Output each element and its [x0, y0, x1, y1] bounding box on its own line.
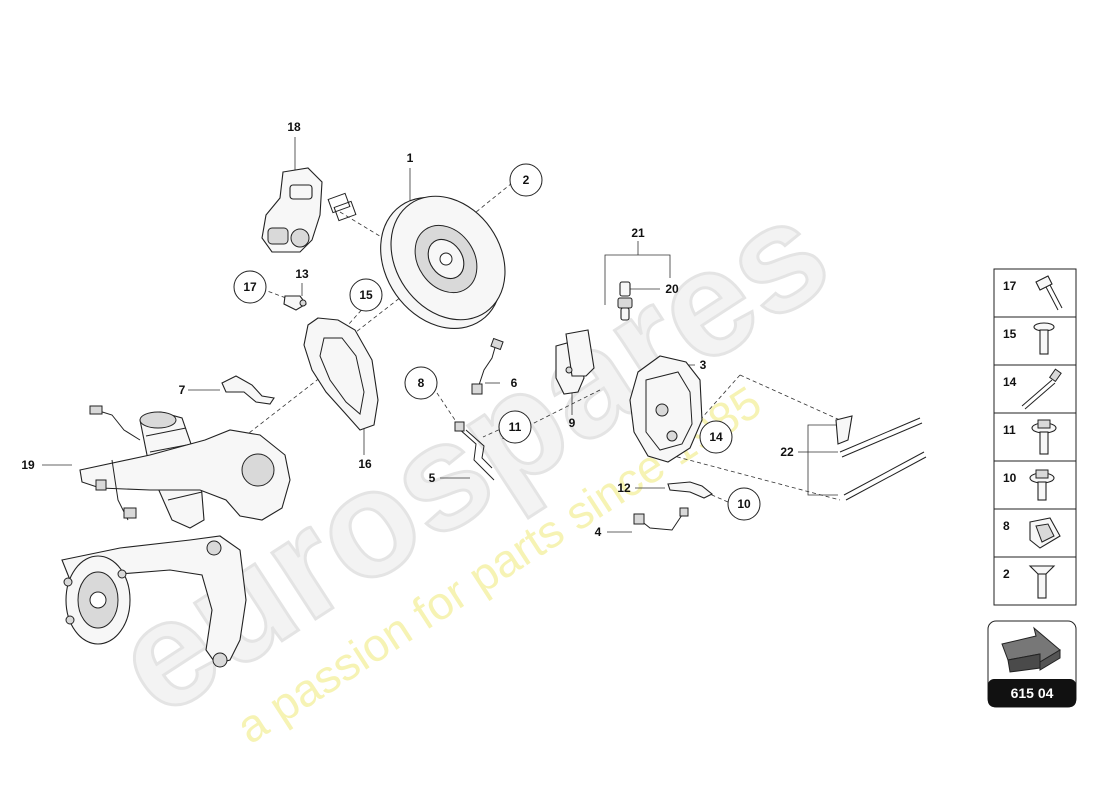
- callout-21[interactable]: 21: [631, 226, 645, 240]
- fastener-row[interactable]: 14: [1003, 368, 1062, 410]
- fastener-label: 17: [1003, 279, 1017, 293]
- torx-bolt-icon: [1035, 275, 1063, 311]
- svg-text:8: 8: [418, 376, 425, 390]
- fastener-row[interactable]: 11: [1003, 419, 1057, 455]
- fastener-label: 8: [1003, 519, 1010, 533]
- part-3-brake-caliper: [629, 355, 703, 463]
- callout-19[interactable]: 19: [21, 458, 35, 472]
- part-18-brake-actuator: [261, 167, 357, 253]
- callout-18[interactable]: 18: [287, 120, 301, 134]
- svg-text:10: 10: [737, 497, 751, 511]
- callout-4[interactable]: 4: [595, 525, 602, 539]
- callout-20[interactable]: 20: [665, 282, 679, 296]
- hex-flange-bolt-icon: [1029, 469, 1055, 501]
- fastener-label: 11: [1003, 423, 1016, 437]
- part-5-brake-line: [454, 421, 495, 481]
- callout-15[interactable]: 15: [349, 278, 383, 312]
- callout-22[interactable]: 22: [780, 445, 794, 459]
- countersunk-screw-icon: [1028, 565, 1056, 599]
- fastener-row[interactable]: 17: [1003, 275, 1063, 311]
- callout-2[interactable]: 2: [509, 163, 543, 197]
- part-13-sensor: [283, 295, 307, 311]
- part-19-rear-suspension: [61, 405, 291, 668]
- part-1-brake-disc: [380, 195, 506, 329]
- torx-screw-icon: [1033, 322, 1055, 355]
- long-bolt-icon: [1021, 368, 1062, 410]
- fastener-panel: 17 15 14 11: [993, 268, 1077, 606]
- part-6-brake-hose: [471, 337, 504, 395]
- page-code: 615 04: [1011, 685, 1054, 701]
- fastener-row[interactable]: 2: [1003, 565, 1056, 599]
- svg-text:17: 17: [243, 280, 257, 294]
- clip-nut-icon: [1029, 517, 1061, 549]
- callout-5[interactable]: 5: [429, 471, 436, 485]
- callout-3[interactable]: 3: [700, 358, 707, 372]
- callout-9[interactable]: 9: [569, 416, 576, 430]
- callout-12[interactable]: 12: [617, 481, 631, 495]
- fastener-row[interactable]: 8: [1003, 517, 1061, 549]
- arrow-right-icon: [1001, 626, 1061, 673]
- part-22-pins: [835, 415, 927, 501]
- svg-text:2: 2: [523, 173, 530, 187]
- hex-flange-bolt-icon: [1031, 419, 1057, 455]
- callout-16[interactable]: 16: [358, 457, 372, 471]
- svg-text:15: 15: [359, 288, 373, 302]
- callout-1[interactable]: 1: [407, 151, 414, 165]
- part-7-bracket: [221, 375, 275, 405]
- callout-8[interactable]: 8: [404, 366, 438, 400]
- fastener-label: 14: [1003, 375, 1017, 389]
- part-9-brake-pads: [555, 329, 595, 395]
- svg-text:11: 11: [509, 420, 522, 434]
- callout-11[interactable]: 11: [498, 410, 532, 444]
- fastener-label: 10: [1003, 471, 1017, 485]
- part-12-bracket: [667, 481, 714, 499]
- plain-callouts: 18 1 13 21 20 7 6 3 9 16 19 5 22 12 4: [21, 120, 794, 539]
- fastener-row[interactable]: 10: [1003, 469, 1055, 501]
- callout-17[interactable]: 17: [233, 270, 267, 304]
- circled-callouts: 2 17 15 8 11 14 10: [233, 163, 761, 521]
- fastener-row[interactable]: 15: [1003, 322, 1055, 355]
- part-20-bleed-valve: [617, 281, 633, 321]
- fastener-label: 2: [1003, 567, 1010, 581]
- part-4-wear-sensor: [633, 507, 689, 531]
- page-reference[interactable]: 615 04: [987, 620, 1077, 708]
- callout-10[interactable]: 10: [727, 487, 761, 521]
- callout-6[interactable]: 6: [511, 376, 518, 390]
- callout-13[interactable]: 13: [295, 267, 309, 281]
- svg-text:14: 14: [709, 430, 723, 444]
- fastener-label: 15: [1003, 327, 1017, 341]
- callout-14[interactable]: 14: [699, 420, 733, 454]
- callout-7[interactable]: 7: [179, 383, 186, 397]
- part-16-dust-shield: [303, 317, 379, 431]
